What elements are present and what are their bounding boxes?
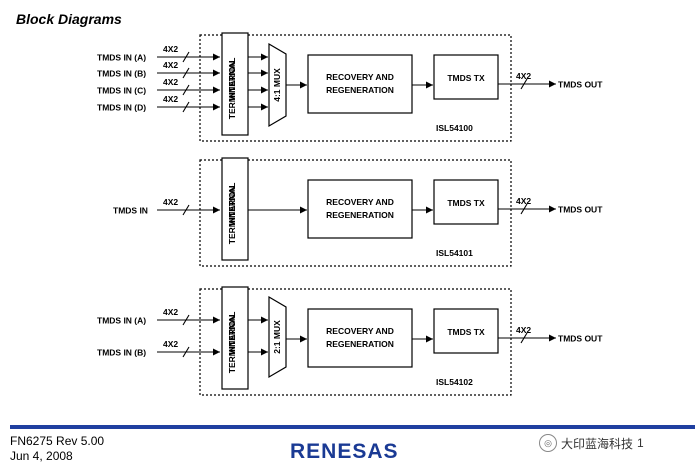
bus-label: 4X2 xyxy=(163,77,178,87)
tx-box xyxy=(433,179,499,225)
recovery-label: RECOVERY AND xyxy=(326,197,394,207)
recovery-box xyxy=(307,54,413,114)
input-label: TMDS IN (B) xyxy=(97,348,146,358)
termination-label: INTERNAL xyxy=(227,312,237,355)
termination-label: TERMINATION xyxy=(227,186,237,244)
input-label: TMDS IN (C) xyxy=(97,86,146,96)
recovery-label: RECOVERY AND xyxy=(326,72,394,82)
page-number: 1 xyxy=(637,436,644,450)
input-label: TMDS IN xyxy=(113,206,148,216)
termination-box xyxy=(221,32,249,136)
termination-label: TERMINATION xyxy=(227,315,237,373)
doc-date: Jun 4, 2008 xyxy=(10,449,73,463)
wechat-icon: ◎ xyxy=(539,434,557,452)
output-bus-slash xyxy=(520,78,528,90)
renesas-logo: RENESAS xyxy=(290,440,399,463)
page-title: Block Diagrams xyxy=(16,11,122,27)
part-number: ISL54102 xyxy=(436,377,473,387)
footer-rule xyxy=(10,425,695,429)
recovery-label: REGENERATION xyxy=(326,339,394,349)
recovery-label: REGENERATION xyxy=(326,210,394,220)
bus-slash xyxy=(182,84,190,96)
input-label: TMDS IN (A) xyxy=(97,316,146,326)
tx-label: TMDS TX xyxy=(447,73,485,83)
doc-number: FN6275 Rev 5.00 xyxy=(10,434,105,448)
output-label: TMDS OUT xyxy=(558,334,603,344)
mux-label: 4:1 MUX xyxy=(272,68,282,102)
termination-label: INTERNAL xyxy=(227,183,237,226)
recovery-label: RECOVERY AND xyxy=(326,326,394,336)
bus-slash xyxy=(182,51,190,63)
mux-label: 2:1 MUX xyxy=(272,320,282,354)
bus-slash xyxy=(182,67,190,79)
watermark-text: 大印蓝海科技 xyxy=(561,436,634,451)
output-bus-label: 4X2 xyxy=(516,325,531,335)
bus-slash xyxy=(182,101,190,113)
output-bus-label: 4X2 xyxy=(516,71,531,81)
part-number: ISL54100 xyxy=(436,123,473,133)
footer-doc-info: FN6275 Rev 5.00 Jun 4, 2008 xyxy=(10,434,104,464)
recovery-box xyxy=(307,308,413,368)
footer-watermark: ◎ 大印蓝海科技 1 xyxy=(539,434,644,452)
recovery-box xyxy=(307,179,413,239)
bus-slash xyxy=(182,314,190,326)
tx-label: TMDS TX xyxy=(447,327,485,337)
input-label: TMDS IN (B) xyxy=(97,69,146,79)
block-outline-0 xyxy=(199,34,512,142)
tx-label: TMDS TX xyxy=(447,198,485,208)
tx-box xyxy=(433,54,499,100)
mux-shape xyxy=(268,42,287,128)
output-bus-label: 4X2 xyxy=(516,196,531,206)
mux-shape xyxy=(268,295,287,379)
recovery-label: REGENERATION xyxy=(326,85,394,95)
bus-label: 4X2 xyxy=(163,339,178,349)
block-outline-1 xyxy=(199,159,512,267)
termination-box xyxy=(221,157,249,261)
output-label: TMDS OUT xyxy=(558,80,603,90)
output-bus-slash xyxy=(520,203,528,215)
bus-label: 4X2 xyxy=(163,60,178,70)
bus-label: 4X2 xyxy=(163,307,178,317)
output-bus-slash xyxy=(520,332,528,344)
tx-box xyxy=(433,308,499,354)
termination-label: TERMINATION xyxy=(227,61,237,119)
termination-label: INTERNAL xyxy=(227,58,237,101)
bus-label: 4X2 xyxy=(163,44,178,54)
part-number: ISL54101 xyxy=(436,248,473,258)
termination-box xyxy=(221,286,249,390)
input-label: TMDS IN (A) xyxy=(97,53,146,63)
output-label: TMDS OUT xyxy=(558,205,603,215)
input-label: TMDS IN (D) xyxy=(97,103,146,113)
bus-slash xyxy=(182,346,190,358)
bus-label: 4X2 xyxy=(163,94,178,104)
block-outline-2 xyxy=(199,288,512,396)
bus-slash xyxy=(182,204,190,216)
bus-label: 4X2 xyxy=(163,197,178,207)
